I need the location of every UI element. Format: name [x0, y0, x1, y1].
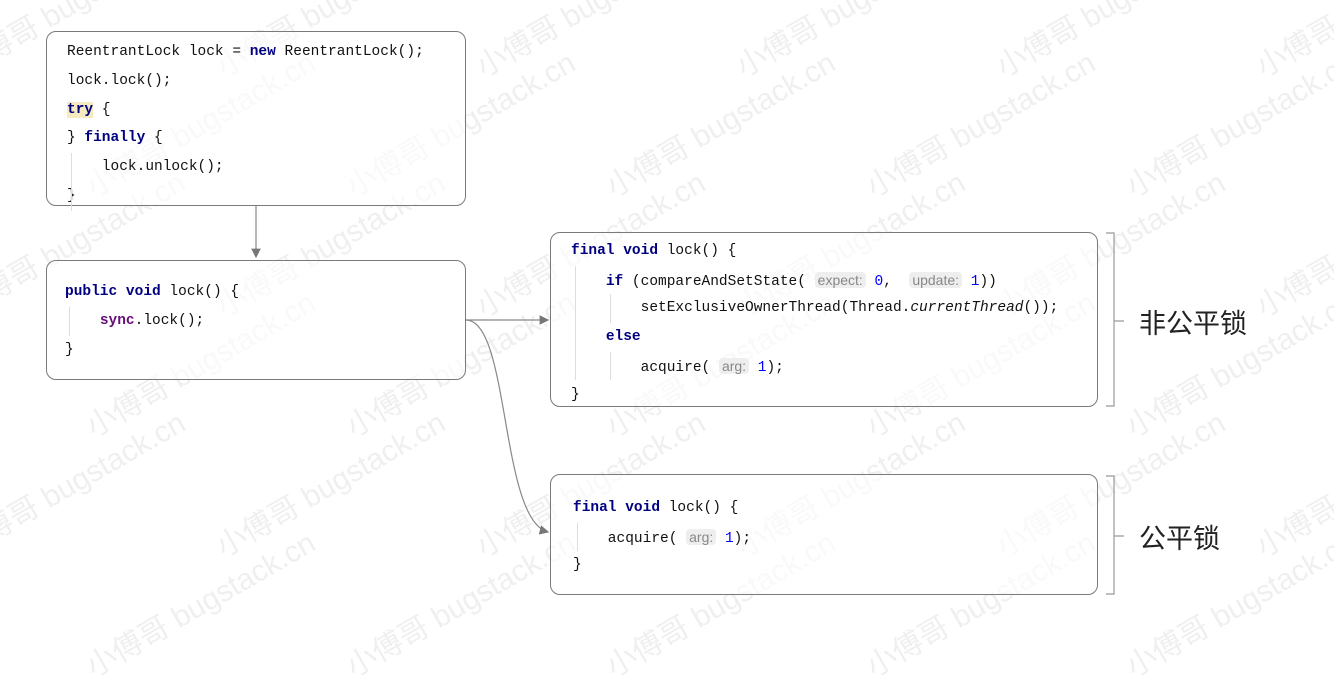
- indent-guide: [610, 351, 611, 381]
- code-token: [615, 243, 624, 259]
- code-token: [866, 274, 875, 290]
- code-token: ());: [1023, 300, 1059, 317]
- label-nonfair-lock: 非公平锁: [1139, 309, 1247, 340]
- code-token: void: [623, 243, 659, 259]
- code-token: }: [571, 386, 580, 403]
- code-token: );: [766, 359, 784, 376]
- code-token: ReentrantLock();: [275, 44, 424, 60]
- code-token: [617, 500, 626, 516]
- code-line: setExclusiveOwnerThread(Thread.currentTh…: [571, 298, 1059, 318]
- code-token: 1: [970, 273, 980, 290]
- code-line: }: [571, 385, 580, 405]
- code-token: else: [605, 329, 641, 346]
- code-line: ReentrantLock lock = new ReentrantLock()…: [67, 42, 424, 62]
- code-block-client: ReentrantLock lock = new ReentrantLock()…: [46, 31, 466, 211]
- code-token: 1: [757, 359, 767, 376]
- code-line: try {: [67, 100, 111, 120]
- code-line: lock.unlock();: [67, 157, 224, 177]
- code-token: lock() {: [160, 284, 240, 300]
- code-token: void: [125, 284, 161, 300]
- code-token: [117, 284, 126, 300]
- code-token: 1: [724, 530, 734, 547]
- code-token: acquire(: [573, 530, 687, 547]
- code-token: }: [573, 557, 582, 574]
- code-token: .lock();: [134, 313, 205, 329]
- code-line: } finally {: [67, 128, 163, 148]
- indent-guide: [69, 307, 70, 336]
- indent-guide: [575, 265, 576, 381]
- parameter-hint: update:: [909, 271, 963, 288]
- code-token: [962, 274, 971, 290]
- code-token: lock.unlock();: [67, 159, 224, 176]
- code-token: new: [249, 44, 276, 60]
- code-token: }: [67, 130, 85, 147]
- code-token: lock.lock();: [67, 72, 172, 89]
- code-token: [571, 274, 606, 290]
- code-line: if (compareAndSetState( expect: 0, updat…: [571, 270, 997, 290]
- code-token: {: [93, 101, 111, 118]
- code-line: acquire( arg: 1);: [571, 356, 784, 376]
- code-token: setExclusiveOwnerThread(Thread.: [571, 300, 911, 317]
- code-token: ReentrantLock lock =: [67, 44, 250, 60]
- code-line: sync.lock();: [65, 311, 204, 331]
- parameter-hint: arg:: [686, 528, 717, 545]
- parameter-hint: arg:: [718, 357, 750, 374]
- code-token: sync: [99, 313, 135, 329]
- code-token: void: [625, 500, 661, 516]
- code-line: lock.lock();: [67, 71, 171, 91]
- code-line: }: [65, 340, 74, 360]
- indent-guide: [610, 294, 611, 324]
- code-token: (compareAndSetState(: [623, 273, 815, 290]
- code-token: [716, 531, 725, 547]
- code-line: acquire( arg: 1);: [573, 527, 751, 547]
- code-line: final void lock() {: [571, 241, 736, 261]
- code-token: ,: [883, 273, 910, 290]
- code-token: [749, 360, 758, 376]
- code-line: else: [571, 327, 641, 347]
- label-fair-lock: 公平锁: [1139, 524, 1220, 555]
- code-token: public: [65, 284, 118, 300]
- arrow-lock-to-fair: [465, 319, 550, 535]
- code-block-reentrantlock-lock: public void lock() { sync.lock();}: [46, 260, 466, 380]
- bracket-fair: [1106, 475, 1124, 595]
- code-line: final void lock() {: [573, 498, 738, 518]
- code-token: );: [733, 530, 752, 547]
- code-token: try: [67, 101, 94, 118]
- indent-guide: [577, 522, 578, 552]
- code-line: public void lock() {: [65, 282, 239, 302]
- code-token: final: [571, 243, 615, 259]
- code-token: )): [979, 273, 997, 290]
- code-token: 0: [874, 273, 884, 290]
- code-block-nonfair-lock: final void lock() { if (compareAndSetSta…: [550, 232, 1098, 407]
- code-line: }: [573, 555, 582, 575]
- code-token: }: [65, 342, 74, 358]
- code-token: finally: [84, 130, 146, 147]
- parameter-hint: expect:: [814, 271, 866, 288]
- code-token: if: [605, 273, 624, 290]
- code-token: acquire(: [571, 359, 719, 376]
- code-token: lock() {: [660, 500, 739, 516]
- connectors: [251, 206, 1124, 595]
- code-token: [571, 329, 606, 345]
- code-token: {: [145, 130, 163, 147]
- code-token: lock() {: [658, 243, 737, 259]
- code-token: [65, 313, 100, 329]
- code-block-fair-lock: final void lock() { acquire( arg: 1);}: [550, 474, 1098, 595]
- code-token: currentThread: [910, 300, 1024, 317]
- code-token: final: [573, 500, 617, 516]
- bracket-nonfair: [1106, 232, 1124, 407]
- indent-guide: [71, 153, 72, 211]
